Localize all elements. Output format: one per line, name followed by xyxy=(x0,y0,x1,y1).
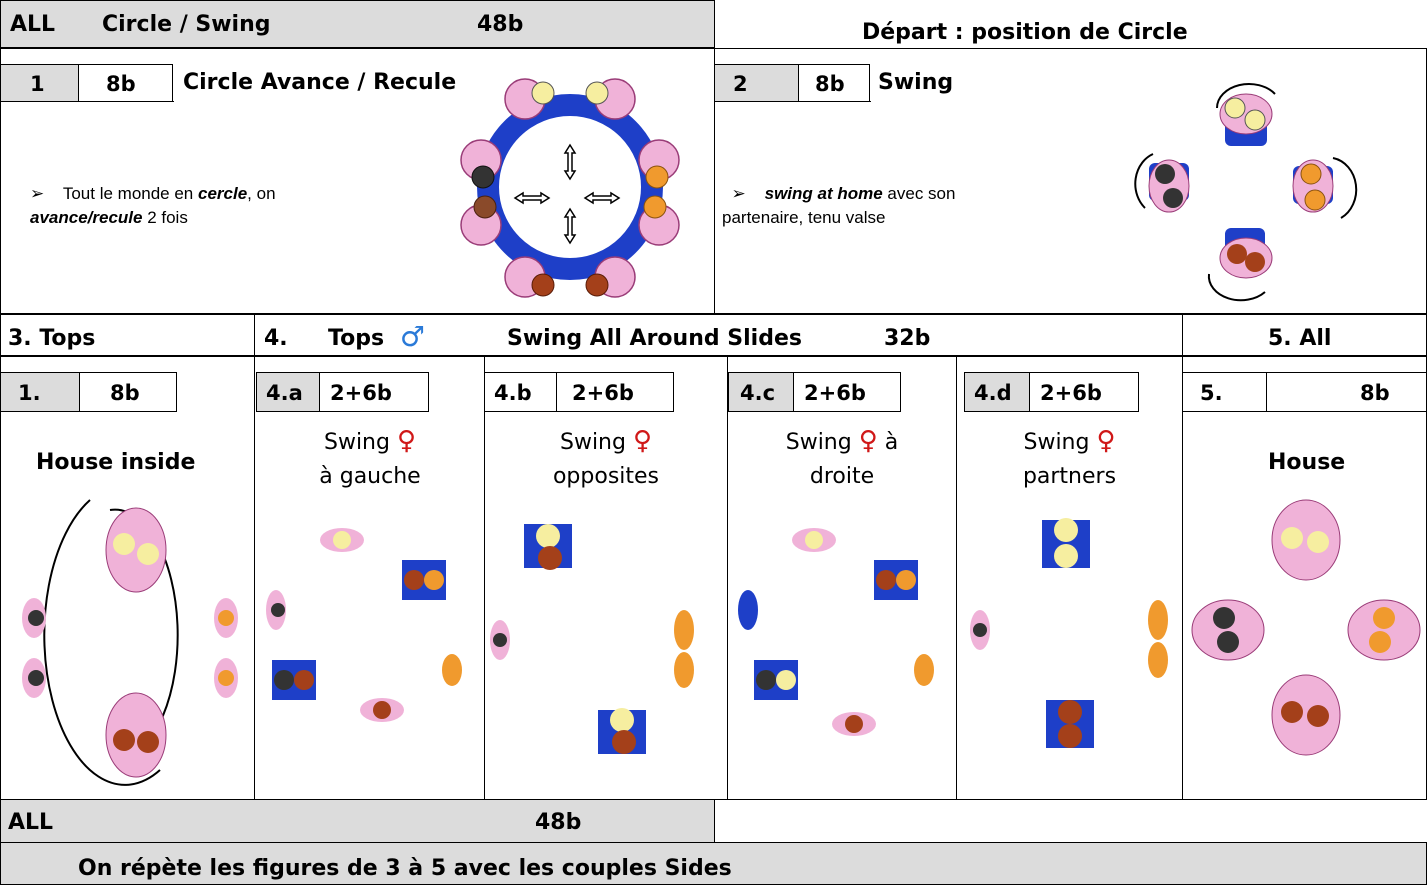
divider xyxy=(956,356,957,800)
part4-title: Swing All Around Slides xyxy=(507,328,802,350)
col4d-beats: 2+6b xyxy=(1040,381,1102,405)
fig1-description: ➢ Tout le monde en cercle, on avance/rec… xyxy=(30,182,410,230)
col4c-number: 4.c xyxy=(740,381,775,405)
col4b-beats: 2+6b xyxy=(572,381,634,405)
col4a-title: Swing ♀ à gauche xyxy=(256,424,484,494)
col4c-title: Swing ♀ à droite xyxy=(728,424,956,494)
col4a-number: 4.a xyxy=(266,381,303,405)
divider xyxy=(0,101,174,102)
col5-name: House xyxy=(1268,452,1345,474)
bottom-all-label: ALL xyxy=(8,812,53,834)
all-label: 5. All xyxy=(1268,328,1331,350)
start-position: Départ : position de Circle xyxy=(862,22,1188,44)
divider xyxy=(714,101,871,102)
col3-number: 1. xyxy=(18,381,41,405)
house-illustration xyxy=(1188,490,1424,790)
col4c-beats: 2+6b xyxy=(804,381,866,405)
swing-opposites-illustration xyxy=(488,510,718,780)
bullet-arrow-icon: ➢ xyxy=(731,184,745,203)
divider xyxy=(727,356,728,800)
divider xyxy=(1266,372,1267,412)
part4-tops: Tops xyxy=(328,328,384,350)
col4a-beats: 2+6b xyxy=(330,381,392,405)
header-title: Circle / Swing xyxy=(102,14,271,36)
fig1-number: 1 xyxy=(30,72,45,96)
part4-beats: 32b xyxy=(884,328,930,350)
fig1-beats: 8b xyxy=(106,72,136,96)
bottom-beats: 48b xyxy=(535,812,581,834)
col4b-title: Swing ♀ opposites xyxy=(485,424,727,494)
circle-formation-illustration xyxy=(455,65,685,310)
fig2-name: Swing xyxy=(878,72,953,94)
fig2-number-cell xyxy=(714,64,799,102)
col5-beats: 8b xyxy=(1360,381,1390,405)
col4d-number: 4.d xyxy=(974,381,1012,405)
header-all: ALL xyxy=(10,14,55,36)
swing-partners-illustration xyxy=(962,500,1177,780)
tops-label: 3. Tops xyxy=(8,328,95,350)
swing-at-home-illustration xyxy=(1125,78,1365,306)
bullet-arrow-icon: ➢ xyxy=(30,184,44,203)
house-inside-illustration xyxy=(10,490,250,795)
repeat-text: On répète les figures de 3 à 5 avec les … xyxy=(78,858,732,880)
header-beats: 48b xyxy=(477,14,523,36)
female-symbol-icon: ♀ xyxy=(859,426,878,456)
col5-number: 5. xyxy=(1200,381,1223,405)
divider xyxy=(484,356,485,800)
male-symbol-icon: ♂ xyxy=(400,320,425,353)
swing-right-illustration xyxy=(734,520,949,780)
fig2-description: ➢ swing at home avec son partenaire, ten… xyxy=(722,182,1082,230)
col4d-title: Swing ♀ partners xyxy=(957,424,1182,494)
fig2-number: 2 xyxy=(733,72,748,96)
col4b-number: 4.b xyxy=(494,381,532,405)
female-symbol-icon: ♀ xyxy=(633,426,652,456)
divider xyxy=(556,372,557,412)
fig1-name: Circle Avance / Recule xyxy=(183,72,456,94)
bottom-all-bar xyxy=(0,799,715,843)
female-symbol-icon: ♀ xyxy=(397,426,416,456)
part4-prefix: 4. xyxy=(264,328,288,350)
female-symbol-icon: ♀ xyxy=(1096,426,1115,456)
swing-left-illustration xyxy=(262,520,482,780)
fig2-beats: 8b xyxy=(815,72,845,96)
col3-name: House inside xyxy=(36,452,195,474)
col3-beats: 8b xyxy=(110,381,140,405)
